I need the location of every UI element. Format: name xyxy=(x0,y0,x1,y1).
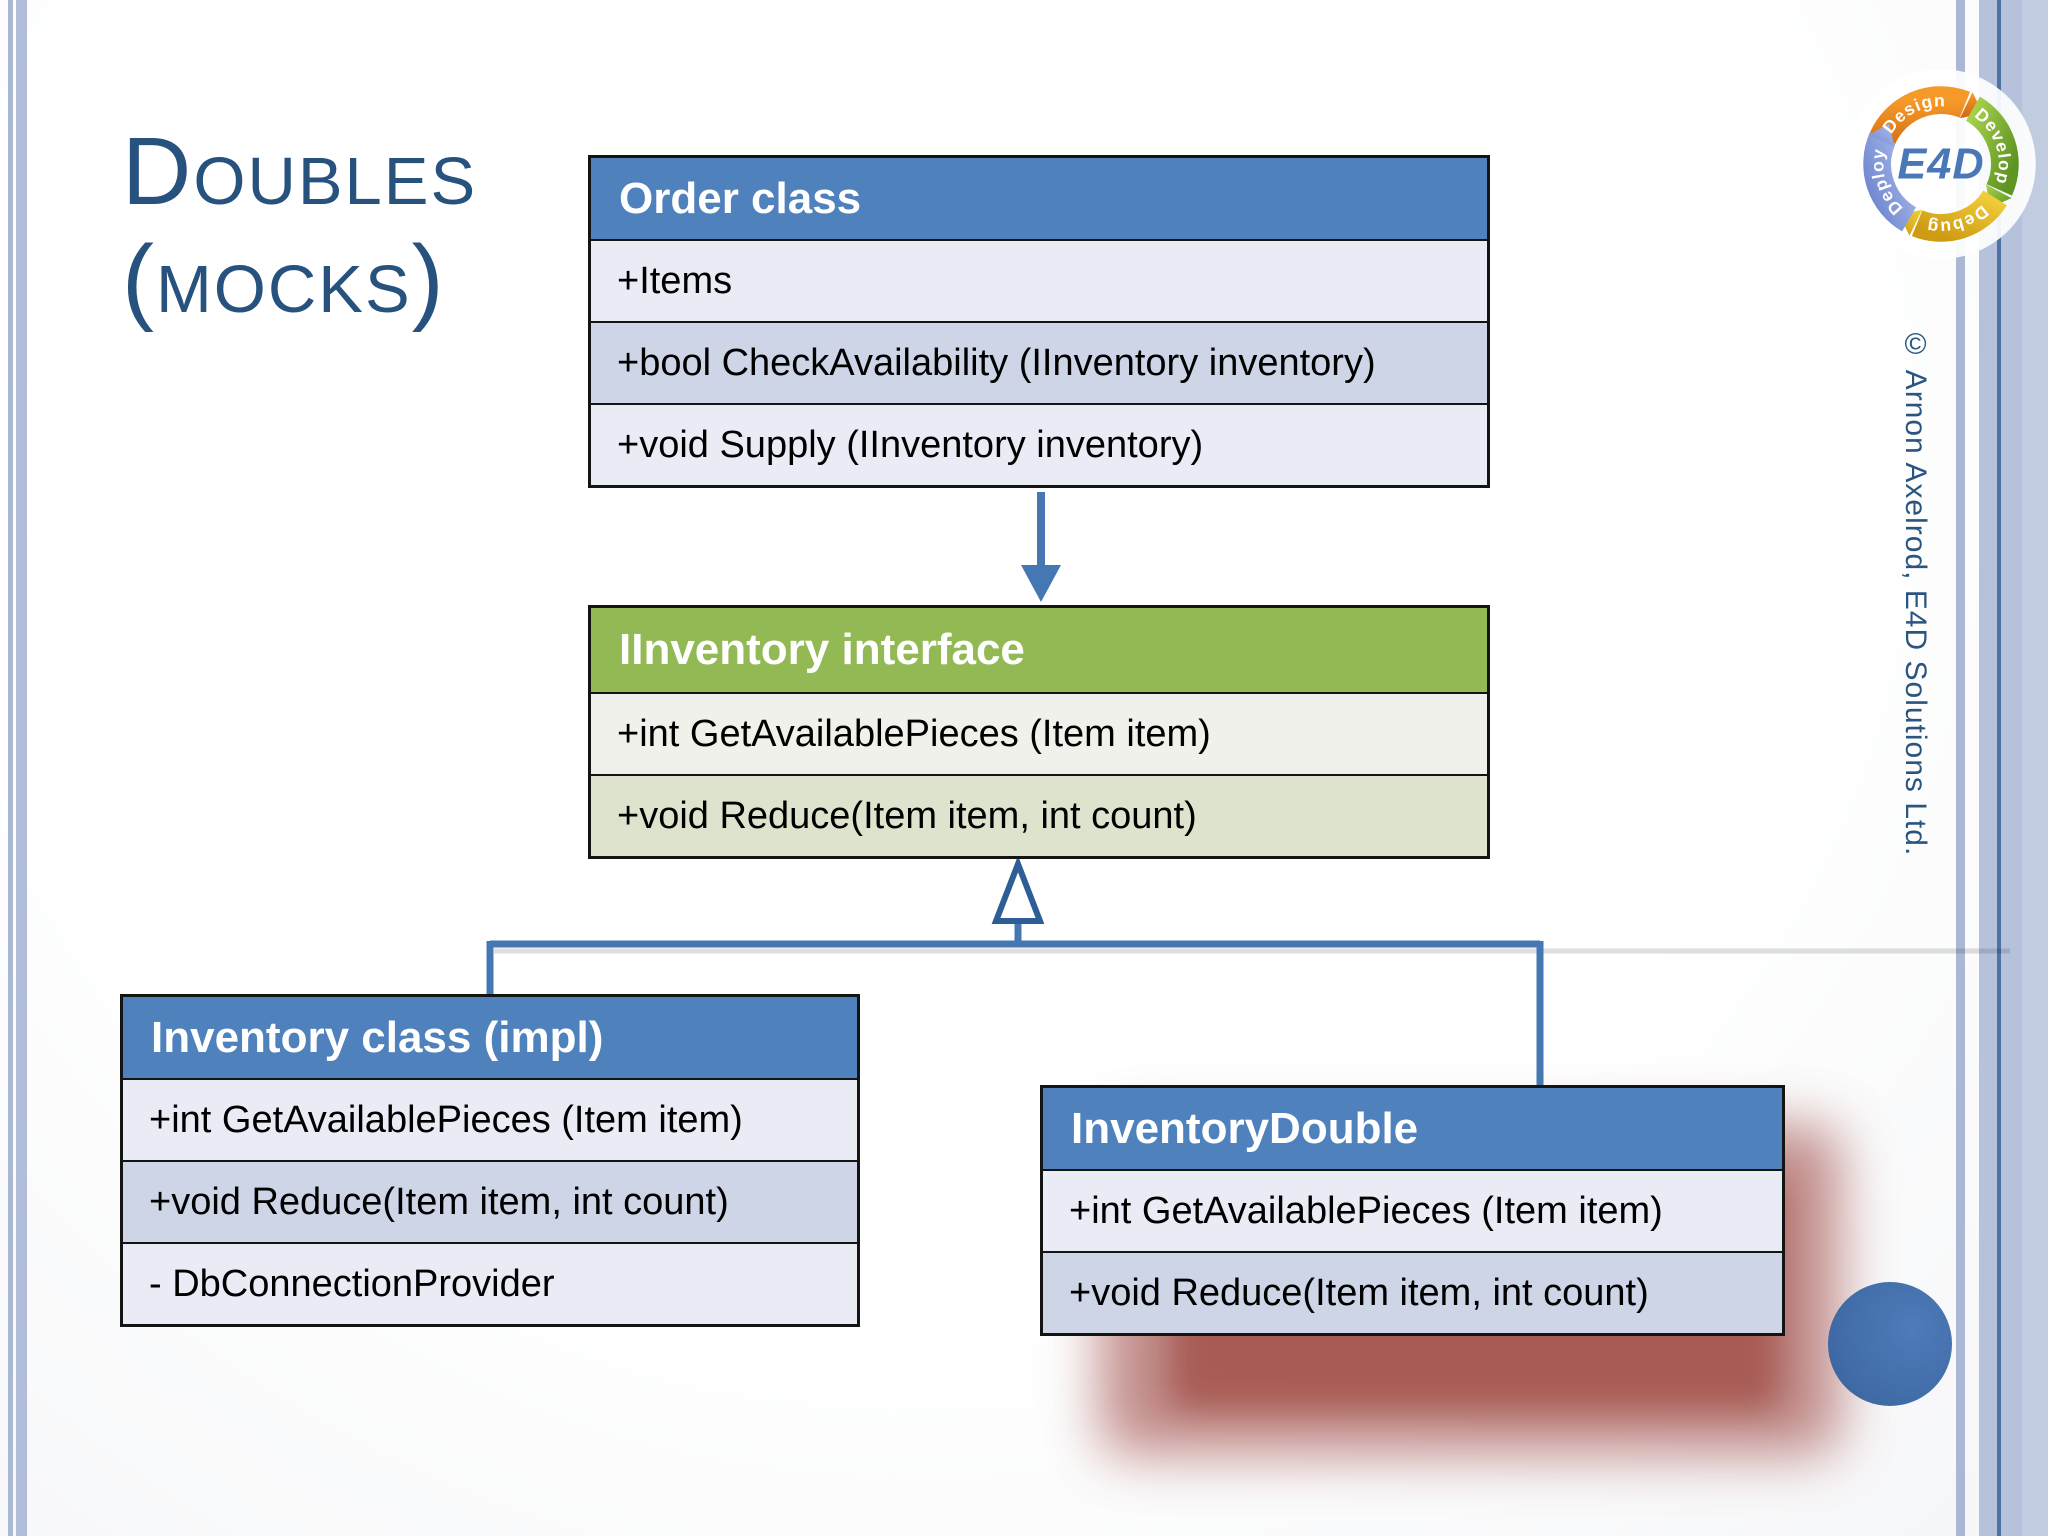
logo-e4d-text: E4D xyxy=(1897,140,1984,188)
uml-class-member: - DbConnectionProvider xyxy=(123,1242,857,1324)
right-edge-stripe-thin xyxy=(1956,0,1965,1536)
logo-segment-debug xyxy=(1911,190,2007,242)
inheritance-triangle xyxy=(991,855,1045,924)
slide-title-line1: Doubles xyxy=(122,118,478,225)
uml-class-inventory-double-rows: +int GetAvailablePieces (Item item)+void… xyxy=(1043,1169,1782,1333)
inheritance-connector xyxy=(486,855,2010,1087)
uml-class-inventory-impl-title: Inventory class (impl) xyxy=(123,997,857,1078)
uml-class-member: +int GetAvailablePieces (Item item) xyxy=(591,692,1487,774)
right-edge-band-1 xyxy=(1979,0,1997,1536)
uml-class-inventory-double-title: InventoryDouble xyxy=(1043,1088,1782,1169)
logo-ring xyxy=(1863,86,2019,242)
copyright-text: © Arnon Axelrod, E4D Solutions Ltd. xyxy=(1899,328,1932,857)
uml-class-order-title: Order class xyxy=(591,158,1487,239)
left-edge-stripe-wide xyxy=(16,0,27,1536)
e4d-logo: Design Develop Debug Deploy E4D xyxy=(1846,69,2036,259)
uml-class-member: +Items xyxy=(591,239,1487,321)
uml-class-member: +int GetAvailablePieces (Item item) xyxy=(123,1078,857,1160)
right-edge-band-2 xyxy=(2001,0,2022,1536)
logo-segment-develop xyxy=(1965,96,2019,196)
slide-title-line2: (mocks) xyxy=(122,225,446,333)
uml-class-order-rows: +Items+bool CheckAvailability (IInventor… xyxy=(591,239,1487,485)
uml-class-member: +int GetAvailablePieces (Item item) xyxy=(1043,1169,1782,1251)
slide-title: Doubles (mocks) xyxy=(122,118,477,333)
uml-class-member: +void Reduce(Item item, int count) xyxy=(591,774,1487,856)
uml-class-inventory-impl-rows: +int GetAvailablePieces (Item item)+void… xyxy=(123,1078,857,1324)
uml-class-member: +bool CheckAvailability (IInventory inve… xyxy=(591,321,1487,403)
uml-class-member: +void Reduce(Item item, int count) xyxy=(1043,1251,1782,1333)
logo-arrowhead-deploy xyxy=(1868,123,1895,147)
uml-interface-iinventory: IInventory interface +int GetAvailablePi… xyxy=(588,605,1490,859)
uml-interface-iinventory-rows: +int GetAvailablePieces (Item item)+void… xyxy=(591,692,1487,856)
uml-class-member: +void Reduce(Item item, int count) xyxy=(123,1160,857,1242)
left-edge-stripe-thin xyxy=(8,0,13,1536)
right-edge-band-3 xyxy=(2022,0,2048,1536)
right-edge-dark-line xyxy=(1997,0,2001,1536)
logo-segment-deploy xyxy=(1863,132,1917,232)
blue-circle-decoration xyxy=(1828,1282,1952,1406)
uml-interface-iinventory-title: IInventory interface xyxy=(591,608,1487,692)
dependency-arrow xyxy=(1021,492,1061,602)
uml-class-member: +void Supply (IInventory inventory) xyxy=(591,403,1487,485)
uml-class-order: Order class +Items+bool CheckAvailabilit… xyxy=(588,155,1490,488)
uml-class-inventory-impl: Inventory class (impl) +int GetAvailable… xyxy=(120,994,860,1327)
uml-class-inventory-double: InventoryDouble +int GetAvailablePieces … xyxy=(1040,1085,1785,1336)
